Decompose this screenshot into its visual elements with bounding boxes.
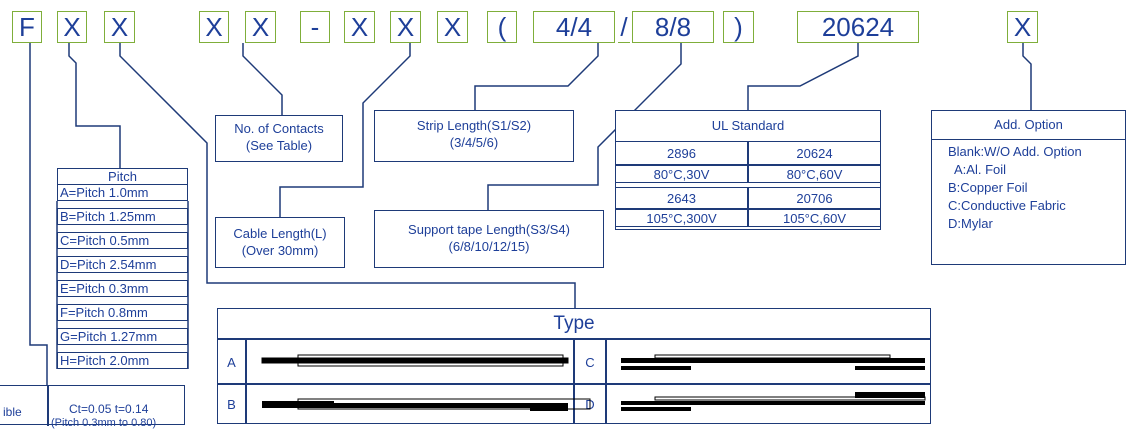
pitch-row: G=Pitch 1.27mm	[57, 328, 188, 345]
code-pitch-x: X	[57, 11, 87, 43]
type-label-c: C	[574, 339, 606, 384]
support-length-title: Support tape Length(S3/S4)	[408, 222, 570, 237]
ul-cell-code: 2896	[615, 141, 748, 165]
bottom-left-divider	[47, 386, 49, 426]
contacts-note: (See Table)	[245, 138, 313, 153]
add-option-item: Blank:W/O Add. Option	[948, 144, 1082, 159]
support-length-values: (6/8/10/12/15)	[448, 239, 530, 254]
ul-cell-code: 20624	[748, 141, 881, 165]
cable-length-box: Cable Length(L) (Over 30mm)	[215, 217, 345, 268]
type-a-cable	[261, 354, 569, 367]
code-slash: /	[618, 11, 630, 43]
support-length-box: Support tape Length(S3/S4) (6/8/10/12/15…	[374, 210, 604, 268]
ul-connector	[747, 43, 859, 110]
f-connector	[29, 43, 48, 421]
ul-cell-code: 2643	[615, 187, 748, 209]
ul-cell-rating: 80°C,30V	[615, 165, 748, 183]
pitch-connector	[68, 43, 121, 168]
type-label-a: A	[217, 339, 246, 384]
code-dash: -	[300, 11, 330, 43]
contacts-box: No. of Contacts (See Table)	[215, 115, 343, 162]
code-strip-length: 4/4	[533, 11, 615, 43]
bottom-left-cut-text: (Pitch 0.3mm to 0.80)	[51, 417, 157, 429]
code-length-x3: X	[437, 11, 468, 43]
pitch-row: D=Pitch 2.54mm	[57, 256, 188, 273]
support-connector	[487, 43, 682, 210]
type-d-cable	[621, 392, 926, 411]
code-support-length: 8/8	[632, 11, 714, 43]
code-option: X	[1007, 11, 1038, 43]
pitch-row: C=Pitch 0.5mm	[57, 232, 188, 249]
code-rparen: )	[723, 11, 754, 43]
cable-connector	[279, 43, 411, 217]
ul-standard-title: UL Standard	[711, 118, 785, 133]
cable-length-title: Cable Length(L)	[233, 226, 327, 241]
pitch-title: Pitch	[57, 168, 188, 185]
strip-length-title: Strip Length(S1/S2)	[416, 118, 532, 133]
strip-length-box: Strip Length(S1/S2) (3/4/5/6)	[374, 110, 574, 162]
ul-cell-rating: 105°C,60V	[748, 209, 881, 227]
ul-cell-code: 20706	[748, 187, 881, 209]
pitch-row: A=Pitch 1.0mm	[57, 184, 188, 201]
strip-length-values: (3/4/5/6)	[449, 135, 499, 150]
add-option-title: Add. Option	[932, 111, 1125, 140]
code-length-x1: X	[344, 11, 375, 43]
type-b-cable	[262, 398, 591, 411]
type-c-cable	[621, 354, 925, 370]
code-prefix-f: F	[12, 11, 42, 43]
add-option-item: C:Conductive Fabric	[948, 198, 1066, 213]
add-option-item: B:Copper Foil	[948, 180, 1028, 195]
type-connector	[119, 43, 576, 308]
bottom-left-ct-text: Ct=0.05 t=0.14	[69, 402, 149, 416]
pitch-row: H=Pitch 2.0mm	[57, 352, 188, 369]
code-contacts-x2: X	[245, 11, 276, 43]
ul-cell-rating: 105°C,300V	[615, 209, 748, 227]
code-contacts-x1: X	[199, 11, 229, 43]
code-ul: 20624	[797, 11, 919, 43]
type-table-title: Type	[217, 308, 931, 339]
pitch-row: F=Pitch 0.8mm	[57, 304, 188, 321]
bottom-left-partial-label: ible	[3, 405, 22, 419]
code-length-x2: X	[390, 11, 421, 43]
strip-connector	[474, 43, 599, 110]
add-option-item: D:Mylar	[948, 216, 993, 231]
type-label-b: B	[217, 384, 246, 424]
pitch-row: B=Pitch 1.25mm	[57, 208, 188, 225]
add-option-box: Add. Option Blank:W/O Add. Option A:Al. …	[931, 110, 1126, 265]
add-option-item: A:Al. Foil	[954, 162, 1007, 177]
contacts-title: No. of Contacts	[234, 121, 324, 136]
ul-cell-rating: 80°C,60V	[748, 165, 881, 183]
option-connector	[1022, 43, 1032, 110]
cable-length-note: (Over 30mm)	[241, 243, 319, 258]
contacts-connector	[242, 43, 283, 115]
code-lparen: (	[487, 11, 517, 43]
code-type-x: X	[104, 11, 135, 43]
bottom-left-cable-box: ible Ct=0.05 t=0.14 (Pitch 0.3mm to 0.80…	[0, 385, 185, 429]
pitch-row: E=Pitch 0.3mm	[57, 280, 188, 297]
